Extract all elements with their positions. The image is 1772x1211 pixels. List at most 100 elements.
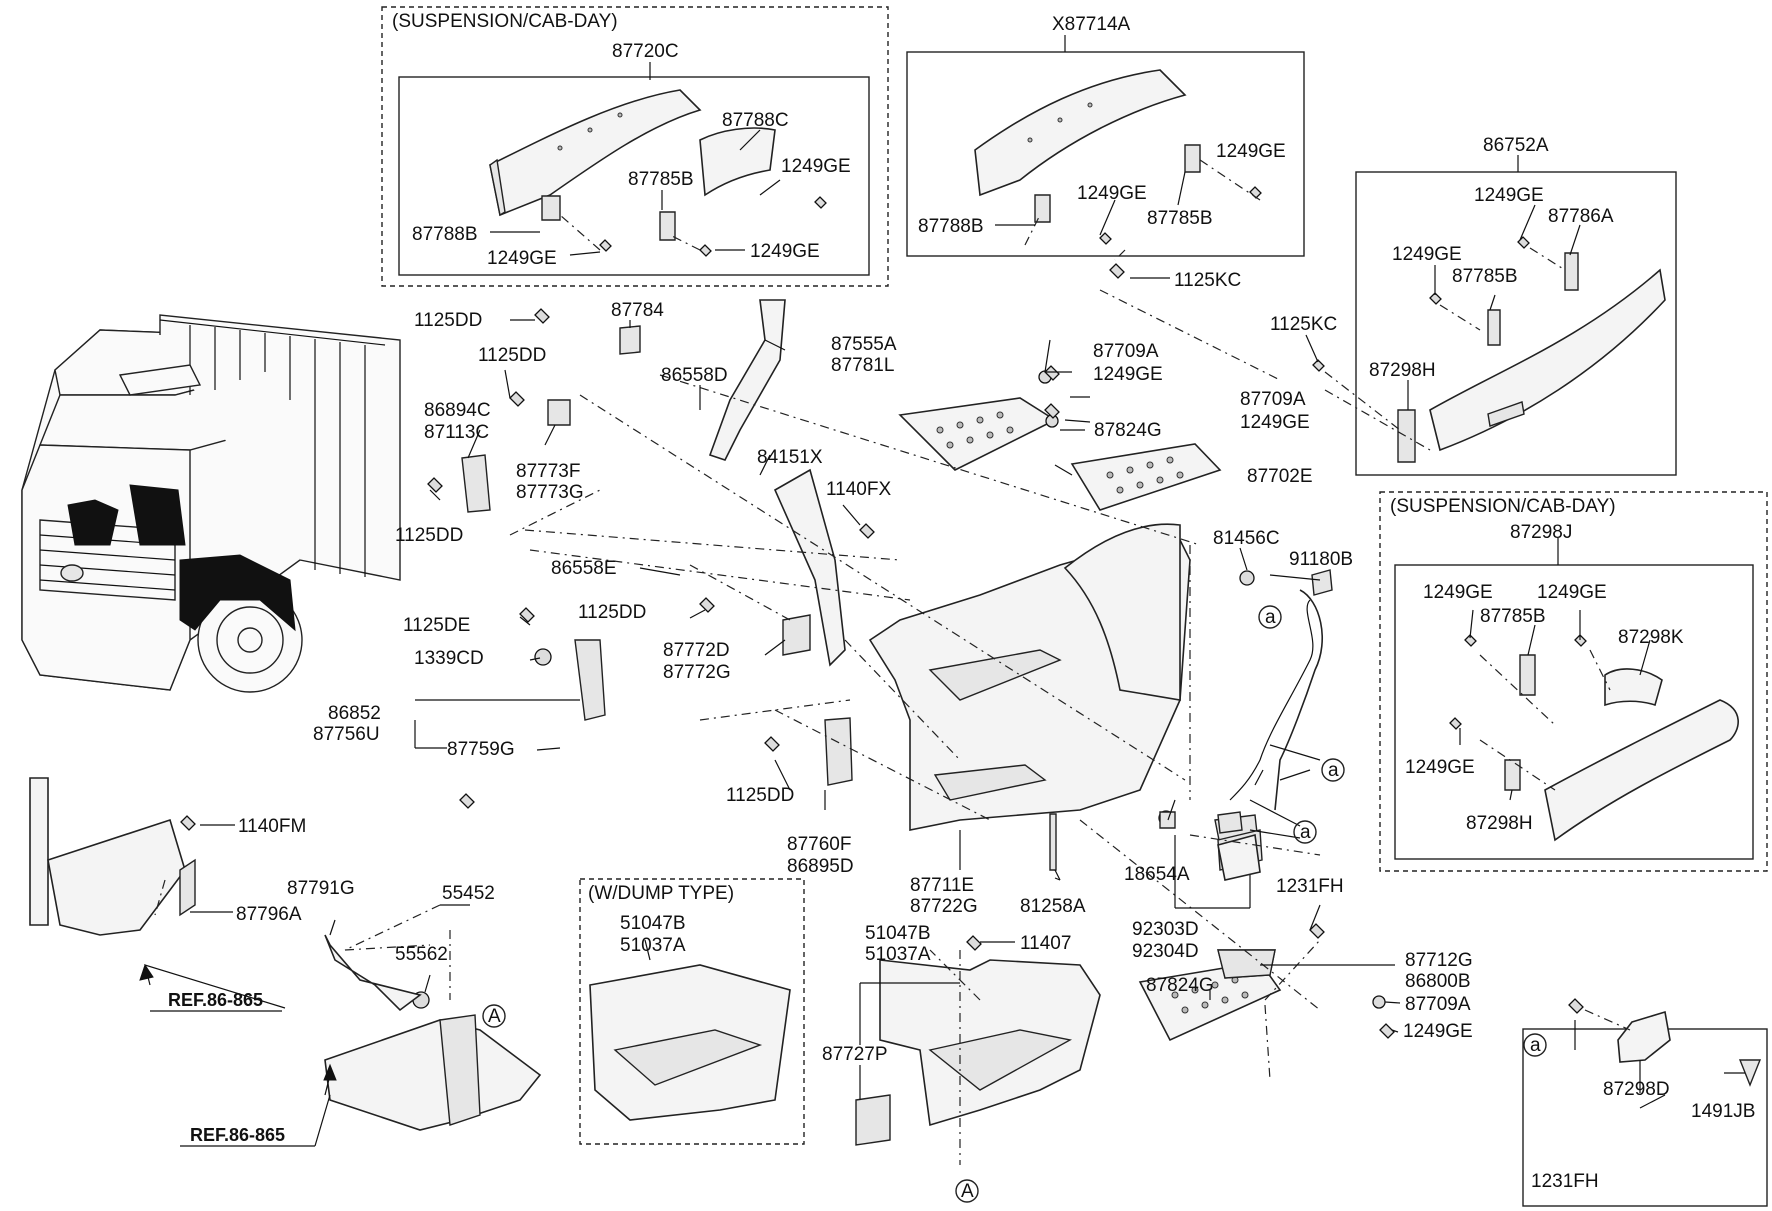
circle-markers: a a a a A A	[482, 605, 1547, 1203]
callout-86558D: 86558D	[661, 365, 728, 386]
marker-a-inset-label: a	[1530, 1035, 1541, 1056]
callout-87785B-a: 87785B	[628, 169, 694, 190]
callout-87298H-a: 87298H	[1369, 360, 1436, 381]
callout-87555A: 87555A	[831, 334, 897, 355]
callout-labels: 87720C 87788C 1249GE 87785B 87788B 1249G…	[236, 14, 1755, 1192]
callout-81456C: 81456C	[1213, 528, 1280, 549]
callout-87784: 87784	[611, 300, 664, 321]
frame-brackets	[29, 777, 542, 1131]
callout-1125DD-b: 1125DD	[478, 345, 546, 366]
callout-87788B-a: 87788B	[412, 224, 478, 245]
callout-1249GE-b: 1249GE	[487, 248, 557, 269]
marker-a-3-label: a	[1300, 822, 1311, 843]
callout-87298J: 87298J	[1510, 522, 1572, 543]
callout-1125DD-d: 1125DD	[578, 602, 646, 623]
callout-1491JB: 1491JB	[1691, 1101, 1755, 1122]
callout-1140FX: 1140FX	[826, 479, 891, 500]
callout-1249GE-f: 1249GE	[1474, 185, 1544, 206]
callout-1125DE: 1125DE	[403, 615, 470, 636]
marker-a-2-label: a	[1328, 760, 1339, 781]
callout-86800B: 86800B	[1405, 971, 1471, 992]
dashed-leader-lines	[154, 159, 1631, 1165]
fender-assembly-box-x87714a	[906, 51, 1305, 257]
callout-87785B-d: 87785B	[1480, 606, 1546, 627]
callout-1249GE-d: 1249GE	[1216, 141, 1286, 162]
wiring-harness	[1159, 569, 1671, 1063]
callout-87791G: 87791G	[287, 878, 355, 899]
callout-84151X: 84151X	[757, 447, 823, 468]
callout-1125DD-a: 1125DD	[414, 310, 482, 331]
callout-1249GE-g: 1249GE	[1392, 244, 1462, 265]
suspension-cab-day-right-group	[1379, 491, 1768, 872]
callout-18654A: 18654A	[1124, 864, 1190, 885]
callout-87709A-b: 87709A	[1240, 389, 1306, 410]
callout-86852: 86852	[328, 703, 381, 724]
callout-87773F: 87773F	[516, 461, 580, 482]
marker-a-1-label: a	[1265, 607, 1276, 628]
callout-55452: 55452	[442, 883, 495, 904]
callout-92303D: 92303D	[1132, 919, 1199, 940]
callout-51047B-b: 51047B	[865, 923, 931, 944]
callout-1249GE-k: 1249GE	[1423, 582, 1493, 603]
callout-87788B-b: 87788B	[918, 216, 984, 237]
marker-a-2	[1321, 758, 1345, 782]
callout-87788C: 87788C	[722, 110, 789, 131]
callout-87796A: 87796A	[236, 904, 302, 925]
reference-label-1: REF.86-865	[168, 990, 263, 1010]
callout-1339CD: 1339CD	[414, 648, 484, 669]
fender-86752a	[1312, 236, 1666, 463]
callout-87781L: 87781L	[831, 355, 894, 376]
callout-87759G: 87759G	[447, 739, 515, 760]
callout-87785B-c: 87785B	[1452, 266, 1518, 287]
callout-87727P: 87727P	[822, 1044, 888, 1065]
callout-1249GE-a: 1249GE	[781, 156, 851, 177]
callout-51047B-a: 51047B	[620, 913, 686, 934]
callout-91180B: 91180B	[1289, 549, 1353, 570]
callout-1249GE-m: 1249GE	[1405, 757, 1475, 778]
callout-11407: 11407	[1020, 933, 1071, 954]
callout-87298K: 87298K	[1618, 627, 1684, 648]
callout-86895D: 86895D	[787, 856, 854, 877]
callout-1125KC-a: 1125KC	[1174, 270, 1241, 291]
callout-87773G: 87773G	[516, 482, 584, 503]
callout-87760F: 87760F	[787, 834, 851, 855]
callout-87785B-b: 87785B	[1147, 208, 1213, 229]
callout-87786A: 87786A	[1548, 206, 1614, 227]
group-title-dump-type: (W/DUMP TYPE)	[588, 883, 734, 904]
callout-87756U: 87756U	[313, 724, 380, 745]
fender-assembly-box-87298j	[1394, 564, 1754, 860]
fender-87298j	[1449, 634, 1739, 842]
marker-a-1	[1258, 605, 1282, 629]
callout-86894C: 86894C	[424, 400, 491, 421]
callout-87772D: 87772D	[663, 640, 730, 661]
callout-1249GE-i: 1249GE	[1240, 412, 1310, 433]
callout-X87714A: X87714A	[1052, 14, 1131, 35]
suspension-cab-day-top-group	[381, 6, 889, 287]
callout-1249GE-c: 1249GE	[750, 241, 820, 262]
group-title-suspension-top: (SUSPENSION/CAB-DAY)	[392, 11, 618, 32]
tread-holes	[936, 411, 1249, 1014]
fender-x87714a	[974, 69, 1262, 279]
marker-A-1	[482, 1004, 506, 1028]
dump-type-group	[579, 878, 805, 1145]
callout-87709A-c: 87709A	[1405, 994, 1471, 1015]
callout-1140FM: 1140FM	[238, 816, 306, 837]
callout-92304D: 92304D	[1132, 941, 1199, 962]
callout-55562: 55562	[395, 944, 448, 965]
marker-A-2-label: A	[961, 1181, 974, 1202]
callout-1231FH-b: 1231FH	[1531, 1171, 1599, 1192]
fender-87720c	[489, 89, 827, 257]
group-title-suspension-right: (SUSPENSION/CAB-DAY)	[1390, 496, 1616, 517]
callout-87712G: 87712G	[1405, 950, 1473, 971]
marker-a-3	[1293, 820, 1317, 844]
fender-assembly-box-87720c	[398, 76, 870, 276]
callout-87298D: 87298D	[1603, 1079, 1670, 1100]
callout-1249GE-e: 1249GE	[1077, 183, 1147, 204]
callout-87720C: 87720C	[612, 41, 679, 62]
callout-1125KC-b: 1125KC	[1270, 314, 1337, 335]
center-step-assembly	[461, 299, 1323, 1146]
leader-lines	[190, 35, 1745, 1109]
marker-a-inset	[1523, 1033, 1547, 1057]
callout-1125DD-c: 1125DD	[395, 525, 463, 546]
truck-illustration	[21, 314, 401, 693]
